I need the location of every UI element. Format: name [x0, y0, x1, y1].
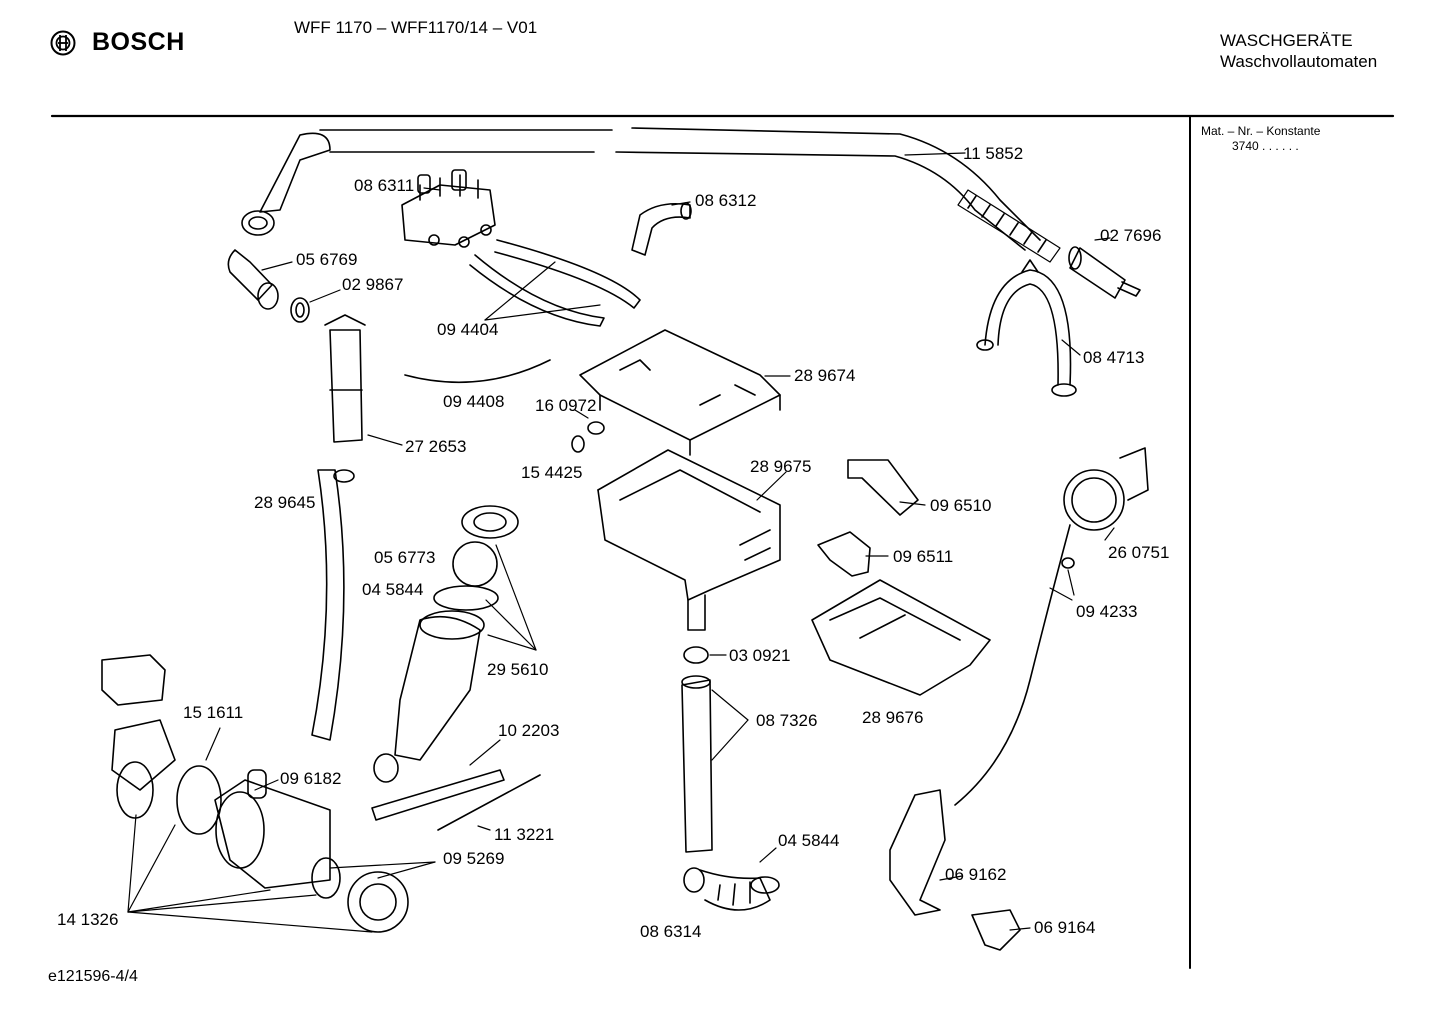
part-label-dispenser-housing: 28 9675 — [750, 457, 812, 476]
part-label-water-valve: 08 6311 — [354, 176, 415, 195]
part-label-detergent-cover: 28 9674 — [794, 366, 856, 385]
sump-assembly-drawing — [373, 505, 519, 783]
part-label-lower-hose: 08 6314 — [640, 922, 702, 941]
part-label-small-valve: 06 9164 — [1034, 918, 1096, 937]
detergent-cover-drawing — [579, 329, 781, 456]
part-label-inlet-elbow: 05 6769 — [296, 250, 358, 269]
part-label-small-nut: 15 4425 — [521, 463, 583, 482]
part-label-pump-seal: 15 1611 — [183, 703, 244, 722]
hose-bracket-drawing — [976, 259, 1077, 397]
part-label-pressure-switch: 26 0751 — [1108, 543, 1170, 562]
part-label-valve-hoses: 09 4404 — [437, 320, 499, 339]
drain-hose-drawing — [311, 469, 345, 741]
part-label-breather-tube: 27 2653 — [405, 437, 467, 456]
drain-pump-drawing — [101, 654, 409, 933]
pressure-switch-drawing — [1063, 447, 1149, 531]
dispenser-housing-drawing — [597, 449, 781, 631]
leader-lines — [127, 152, 1115, 933]
part-label-small-elbow: 08 6312 — [695, 191, 757, 210]
small-valve-drawing — [971, 909, 1021, 951]
inlet-elbow-drawing — [227, 249, 310, 323]
part-label-valve-holder: 09 6510 — [930, 496, 992, 515]
pressure-hose-drawing — [954, 524, 1071, 806]
part-label-pressure-hose: 09 4233 — [1076, 602, 1138, 621]
constant-label: Mat. – Nr. – Konstante — [1201, 124, 1321, 138]
part-label-rod: 11 3221 — [494, 825, 555, 844]
water-valve-drawing — [401, 169, 496, 248]
lower-hose-drawing — [683, 867, 780, 911]
part-label-lower-bracket: 06 9162 — [945, 865, 1007, 884]
part-label-inlet-hose: 11 5852 — [963, 144, 1024, 163]
valve-hoses-drawing — [469, 239, 641, 327]
small-elbow-hose-drawing — [631, 202, 692, 256]
part-label-pipe-seal: 03 0921 — [729, 646, 791, 665]
part-label-pump-housing: 09 6182 — [280, 769, 342, 788]
brand: BOSCH — [50, 28, 185, 57]
drain-hose-end-drawing — [333, 469, 355, 483]
small-nut-drawing — [571, 435, 585, 453]
bosch-logo-icon — [50, 30, 76, 55]
hose-clamp-drawing — [1061, 557, 1075, 569]
drain-tube-drawing — [371, 769, 505, 821]
dispenser-pipe-drawing — [681, 646, 713, 853]
part-label-filter-insert: 02 7696 — [1100, 226, 1162, 245]
part-label-small-cap: 16 0972 — [535, 396, 597, 415]
part-label-pump-seals: 09 5269 — [443, 849, 505, 868]
brand-name: BOSCH — [92, 28, 185, 56]
filter-insert-drawing — [1068, 246, 1141, 299]
category: WASCHGERÄTE Waschvollautomaten — [1220, 30, 1377, 72]
lower-bracket-drawing — [889, 789, 946, 916]
part-label-drain-tube: 10 2203 — [498, 721, 560, 740]
rod-drawing — [437, 774, 541, 831]
small-cap-drawing — [587, 421, 605, 435]
breather-tube-drawing — [324, 314, 366, 443]
category-line-1: WASCHGERÄTE — [1220, 31, 1353, 50]
detergent-drawer-drawing — [811, 579, 991, 696]
model-title: WFF 1170 – WFF1170/14 – V01 — [294, 18, 538, 37]
part-label-drain-pump: 14 1326 — [57, 910, 119, 929]
clip-holder-drawing — [817, 531, 871, 577]
part-label-clip-holder: 09 6511 — [893, 547, 954, 566]
part-label-detergent-drawer: 28 9676 — [862, 708, 924, 727]
part-label-hose-bracket: 08 4713 — [1083, 348, 1145, 367]
part-label-small-tube: 09 4408 — [443, 392, 505, 411]
part-label-dispenser-pipe: 08 7326 — [756, 711, 818, 730]
part-label-drain-hose: 28 9645 — [254, 493, 316, 512]
small-tube-drawing — [404, 359, 551, 384]
part-label-ball: 05 6773 — [374, 548, 436, 567]
part-label-washer: 02 9867 — [342, 275, 404, 294]
inlet-hose-drawing — [241, 127, 1061, 263]
constant-value: 3740 . . . . . . — [1232, 139, 1299, 153]
part-label-clamp-lower: 04 5844 — [778, 831, 840, 850]
valve-holder-drawing — [847, 459, 919, 516]
part-label-clamp-upper: 04 5844 — [362, 580, 424, 599]
part-label-sump-assembly: 29 5610 — [487, 660, 549, 679]
document-id: e121596-4/4 — [48, 968, 138, 985]
category-line-2: Waschvollautomaten — [1220, 52, 1378, 71]
